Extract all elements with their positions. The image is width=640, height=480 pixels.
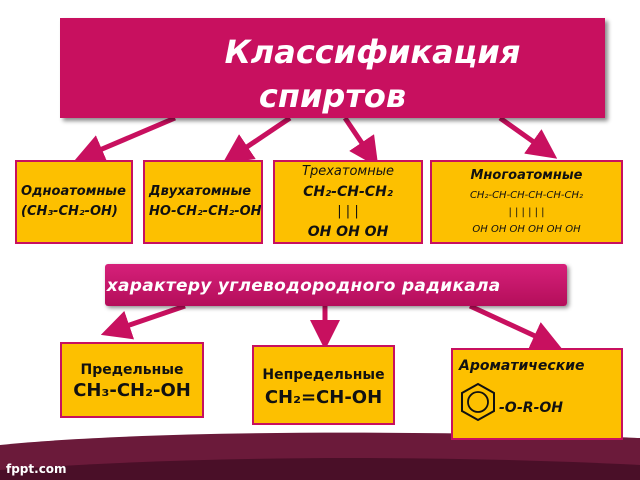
watermark-logo: fppt.com — [6, 462, 67, 476]
polyhydric-formula: CH₂-CH-CH-CH-CH-CH₂ — [469, 190, 584, 201]
saturated-formula: CH₃-CH₂-OH — [73, 380, 191, 401]
trihydric-formula: CH₂-CH-CH₂ — [303, 184, 393, 200]
box-aromatic: Ароматические -O-R-OH — [451, 348, 623, 440]
unsaturated-formula: CH₂=CH-OH — [264, 387, 383, 408]
arrow-title-to-polyhydric — [498, 115, 558, 159]
title-line1: Классификация — [224, 33, 521, 71]
benzene-ring-icon — [461, 382, 495, 422]
arrow-title-to-trihydric — [342, 116, 379, 168]
title-box: Классификация спиртов — [60, 18, 605, 118]
polyhydric-bonds: | | | | | | — [508, 207, 545, 218]
box-polyhydric: Многоатомные CH₂-CH-CH-CH-CH-CH₂ | | | |… — [430, 160, 623, 244]
radical-band-label: По характеру углеводородного радикала — [74, 276, 501, 296]
polyhydric-name: Многоатомные — [470, 168, 583, 183]
box-monohydric: Одноатомные (CH₃-CH₂-OH) — [15, 160, 133, 244]
box-saturated: Предельные CH₃-CH₂-OH — [60, 342, 204, 418]
dihydric-formula: HO-CH₂-CH₂-OH — [149, 204, 262, 219]
saturated-name: Предельные — [80, 362, 184, 378]
box-trihydric: Трехатомные CH₂-CH-CH₂ | | | OH OH OH — [273, 160, 423, 244]
trihydric-bonds: | | | — [337, 204, 359, 219]
dihydric-name: Двухатомные — [149, 184, 252, 199]
aromatic-formula: -O-R-OH — [499, 400, 563, 416]
arrow-band-to-aromatic — [468, 303, 562, 350]
arrow-band-to-saturated — [100, 303, 186, 340]
unsaturated-name: Непредельные — [262, 367, 385, 383]
aromatic-name: Ароматические — [459, 358, 585, 374]
radical-band — [105, 264, 567, 306]
title-line2: спиртов — [258, 77, 407, 115]
arrow-title-to-monohydric — [74, 115, 176, 163]
box-dihydric: Двухатомные HO-CH₂-CH₂-OH — [143, 160, 263, 244]
monohydric-formula: (CH₃-CH₂-OH) — [21, 204, 118, 219]
box-unsaturated: Непредельные CH₂=CH-OH — [252, 345, 395, 425]
trihydric-oh: OH OH OH — [307, 224, 389, 240]
monohydric-name: Одноатомные — [21, 184, 126, 199]
trihydric-name: Трехатомные — [302, 164, 394, 179]
polyhydric-oh: OH OH OH OH OH OH — [472, 224, 581, 235]
arrow-title-to-dihydric — [222, 115, 292, 164]
